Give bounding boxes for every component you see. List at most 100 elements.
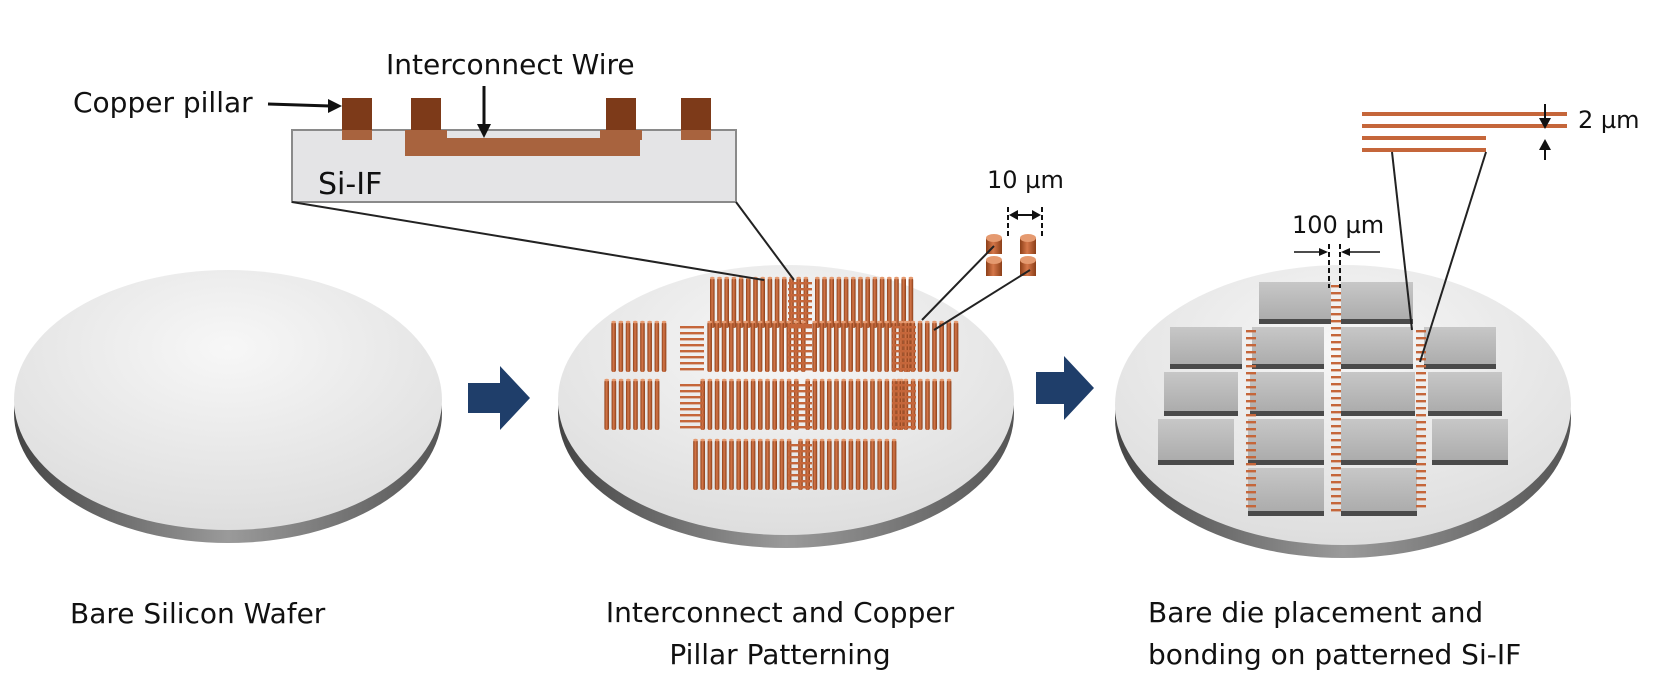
copper-pillar-column [746,278,751,328]
copper-pillar-top [729,438,734,442]
copper-pillar-column [815,278,820,328]
copper-pillar-column [939,322,944,372]
copper-pillar-top [758,438,763,442]
wire-line [1362,136,1486,140]
copper-pillar-top [774,276,780,280]
copper-pillar-top [764,320,770,324]
copper-pillar-2 [411,98,441,130]
copper-pillar-column [877,440,882,490]
interconnect-rung [788,326,812,329]
interconnect-rung [892,426,916,429]
die-interconnect [1331,376,1341,379]
zoomed-pillars [986,234,1036,276]
die-interconnect [1416,414,1426,417]
bare-die-edge [1259,319,1331,324]
copper-pillar-column [819,380,825,430]
copper-pillar-top [728,320,734,324]
die-interconnect [1331,404,1341,407]
copper-pillar-column [884,380,890,430]
die-interconnect [1331,320,1341,323]
interconnect-rung [892,414,916,417]
interconnect-rung [892,344,916,347]
die-interconnect [1331,348,1341,351]
copper-pillar-column [626,380,631,430]
die-interconnect [1331,502,1341,505]
bare-die-edge [1428,411,1502,416]
copper-pillar-top [829,276,834,280]
copper-pillar-top [877,320,882,324]
copper-pillar-column [722,380,727,430]
copper-pillar-column [786,322,792,372]
copper-pillar-column [707,440,713,490]
wire-line [1362,124,1567,128]
copper-pillar-column [798,440,803,490]
die-interconnect [1246,407,1256,410]
interconnect-rung [892,362,916,365]
copper-pillar-top [918,378,923,382]
copper-pillar-top [884,320,889,324]
copper-pillar-column [932,322,937,372]
wire-leader-right [1419,151,1487,363]
interconnect-rung [680,362,704,365]
copper-pillar-top [786,378,792,382]
copper-pillar-top [794,378,799,382]
bare-die [1341,372,1415,416]
copper-pillar-top [767,276,773,280]
copper-pillar-column [918,380,923,430]
copper-pillar-column [884,440,890,490]
bare-die-edge [1432,460,1508,465]
copper-pillar-column [632,322,638,372]
die-interconnect [1246,337,1256,340]
copper-pillar-top [898,320,904,324]
bare-die [1158,419,1234,465]
copper-pillar-column [870,380,875,430]
copper-pillar-top [757,320,763,324]
mini-pillar-top [1020,256,1036,264]
bare-die-edge [1252,364,1324,369]
copper-pillar-top [714,438,720,442]
copper-pillar-column [851,278,856,328]
copper-pillar-column [786,440,792,490]
copper-pillar-column [884,322,889,372]
copper-pillar-column [865,278,870,328]
die-interconnect [1246,379,1256,382]
copper-pillar-top [717,276,722,280]
copper-pillar-top [884,438,890,442]
hundred-um-label: 100 µm [1292,211,1384,239]
copper-pillar-top [700,438,705,442]
die-interconnect [1246,449,1256,452]
die-interconnect [1416,379,1426,382]
copper-pillar-top [851,276,856,280]
die-interconnect [1331,467,1341,470]
copper-pillar-top [894,276,899,280]
die-interconnect [1331,383,1341,386]
die-interconnect [1246,358,1256,361]
copper-pillar-column [894,278,899,328]
copper-pillar-column [841,440,846,490]
copper-pillar-top [891,438,897,442]
interconnect-rung [788,426,812,429]
copper-pillar-column [887,278,892,328]
copper-pillar-top [805,438,810,442]
copper-pillar-column [877,322,882,372]
copper-pillar-column [618,322,624,372]
interconnect-rung [680,426,704,429]
gap-arrowhead-right [1341,248,1350,256]
interconnect-rung [892,402,916,405]
copper-pillar-top [903,320,908,324]
interconnect-rung [680,420,704,423]
copper-pillar-top [731,276,737,280]
copper-pillar-column [647,322,652,372]
copper-pillar-column [834,380,839,430]
bonded-wafer [1115,265,1571,558]
copper-pillar-array [604,276,959,490]
copper-pillar-top [819,438,825,442]
die-interconnect [1416,421,1426,424]
copper-pillar-column [750,322,756,372]
copper-pillar-column [827,380,832,430]
copper-pillar-column [855,440,861,490]
interconnect-rung [788,300,812,303]
bare-die-edge [1341,460,1417,465]
die-interconnect [1246,386,1256,389]
process-arrow-2 [1036,356,1094,420]
